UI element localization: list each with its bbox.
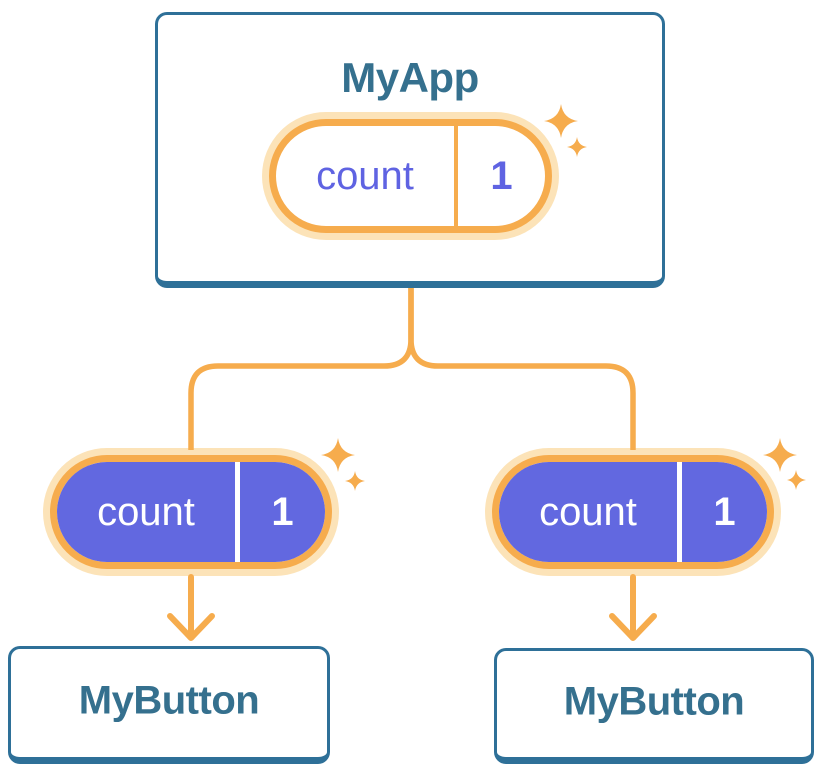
state-pill-myapp-count: count 1 xyxy=(269,119,552,233)
tree-fork-connector xyxy=(188,288,636,450)
pill-divider xyxy=(677,462,682,562)
pill-label: count xyxy=(499,462,677,562)
pill-divider xyxy=(454,126,458,226)
pill-label: count xyxy=(316,154,414,198)
component-title-mybutton-right: MyButton xyxy=(563,679,745,724)
pill-value: 1 xyxy=(240,462,325,562)
component-card-mybutton-right: MyButton xyxy=(494,648,814,764)
arrow-down-left-icon xyxy=(167,574,215,641)
pill-value: 1 xyxy=(490,154,513,198)
component-card-mybutton-left: MyButton xyxy=(8,646,330,764)
component-title-mybutton-left: MyButton xyxy=(78,678,260,723)
prop-pill-left-count: count 1 xyxy=(50,455,332,569)
prop-pill-right-count: count 1 xyxy=(492,455,774,569)
pill-label: count xyxy=(57,462,235,562)
component-title-myapp: MyApp xyxy=(341,54,479,101)
pill-divider xyxy=(235,462,240,562)
pill-value: 1 xyxy=(682,462,767,562)
sparkle-icon xyxy=(321,438,365,491)
arrow-down-right-icon xyxy=(609,574,657,641)
sparkle-icon xyxy=(763,438,806,490)
